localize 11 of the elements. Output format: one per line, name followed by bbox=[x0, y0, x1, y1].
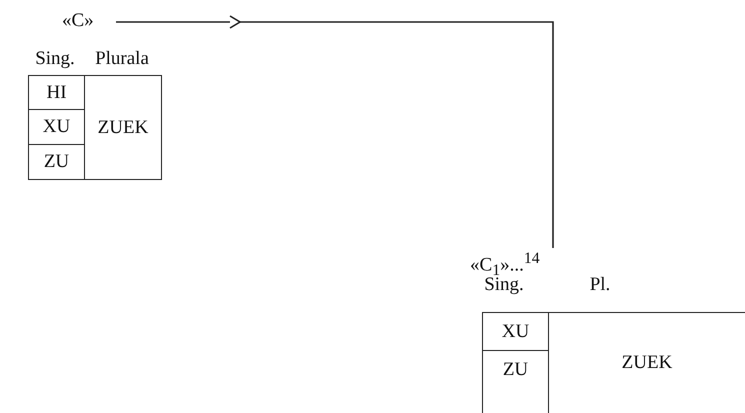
column-header: Sing. bbox=[34, 47, 76, 71]
column-header: Sing. bbox=[483, 274, 525, 297]
table-cell: ZUEK bbox=[84, 75, 162, 180]
column-header: Pl. bbox=[588, 273, 612, 297]
category-label: «C» bbox=[62, 10, 114, 34]
table-cell: ZU bbox=[28, 144, 85, 180]
table-cell: ZUEK bbox=[548, 312, 745, 413]
table-cell: HI bbox=[28, 75, 85, 110]
column-header: Plurala bbox=[94, 47, 150, 71]
category-label: «C$_{1}$»...$^{14}$ bbox=[470, 248, 570, 274]
table-cell: XU bbox=[482, 312, 549, 351]
